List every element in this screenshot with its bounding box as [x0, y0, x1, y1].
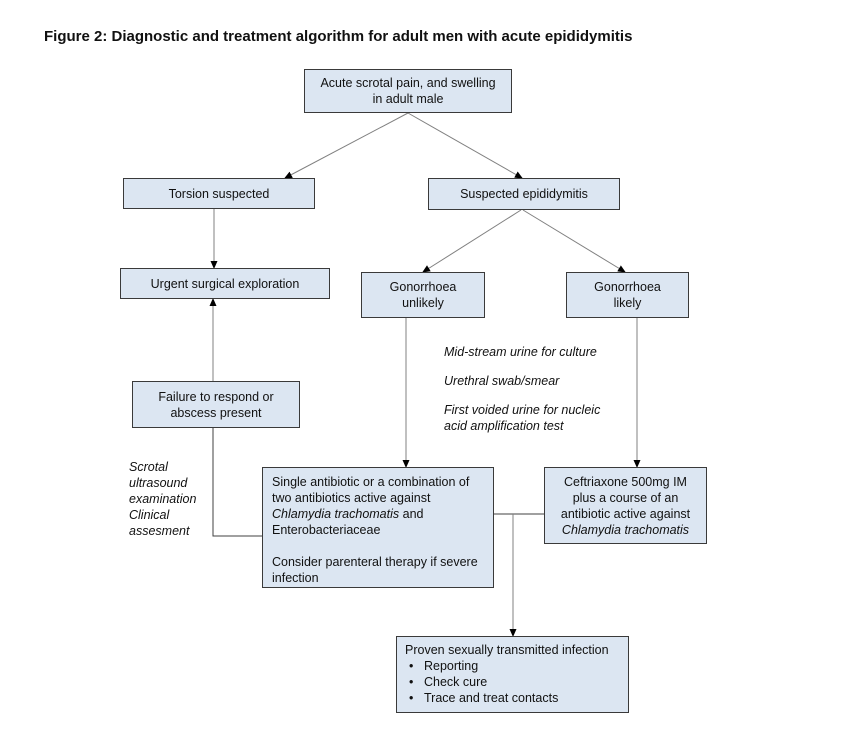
list-item: Reporting — [405, 658, 620, 674]
node-gonorrhoea-unlikely: Gonorrhoea unlikely — [361, 272, 485, 318]
node-failure-to-respond: Failure to respond or abscess present — [132, 381, 300, 428]
node-torsion-suspected: Torsion suspected — [123, 178, 315, 209]
node-ceftriaxone: Ceftriaxone 500mg IM plus a course of an… — [544, 467, 707, 544]
scrotal-ultrasound-note: Scrotal ultrasound examination Clinical … — [129, 460, 197, 538]
node-urgent-surgical-exploration: Urgent surgical exploration — [120, 268, 330, 299]
arrow-suspected-to-likely — [522, 209, 626, 273]
node-single-antibiotic: Single antibiotic or a combination of tw… — [262, 467, 494, 588]
node-gonorrhoea-likely: Gonorrhoea likely — [566, 272, 689, 318]
list-item: Check cure — [405, 674, 620, 690]
node-proven-sti: Proven sexually transmitted infection Re… — [396, 636, 629, 713]
arrow-root-to-torsion — [284, 112, 409, 179]
arrow-suspected-to-unlikely — [422, 209, 522, 273]
connector-single-to-failure — [212, 428, 262, 537]
figure-title: Figure 2: Diagnostic and treatment algor… — [44, 28, 633, 45]
proven-sti-bullet-list: Reporting Check cure Trace and treat con… — [405, 658, 620, 706]
list-item: Trace and treat contacts — [405, 690, 620, 706]
arrow-root-to-suspected — [407, 112, 523, 179]
node-acute-scrotal-pain: Acute scrotal pain, and swelling in adul… — [304, 69, 512, 113]
node-suspected-epididymitis: Suspected epididymitis — [428, 178, 620, 210]
investigations-note: Mid-stream urine for culture Urethral sw… — [444, 345, 601, 433]
